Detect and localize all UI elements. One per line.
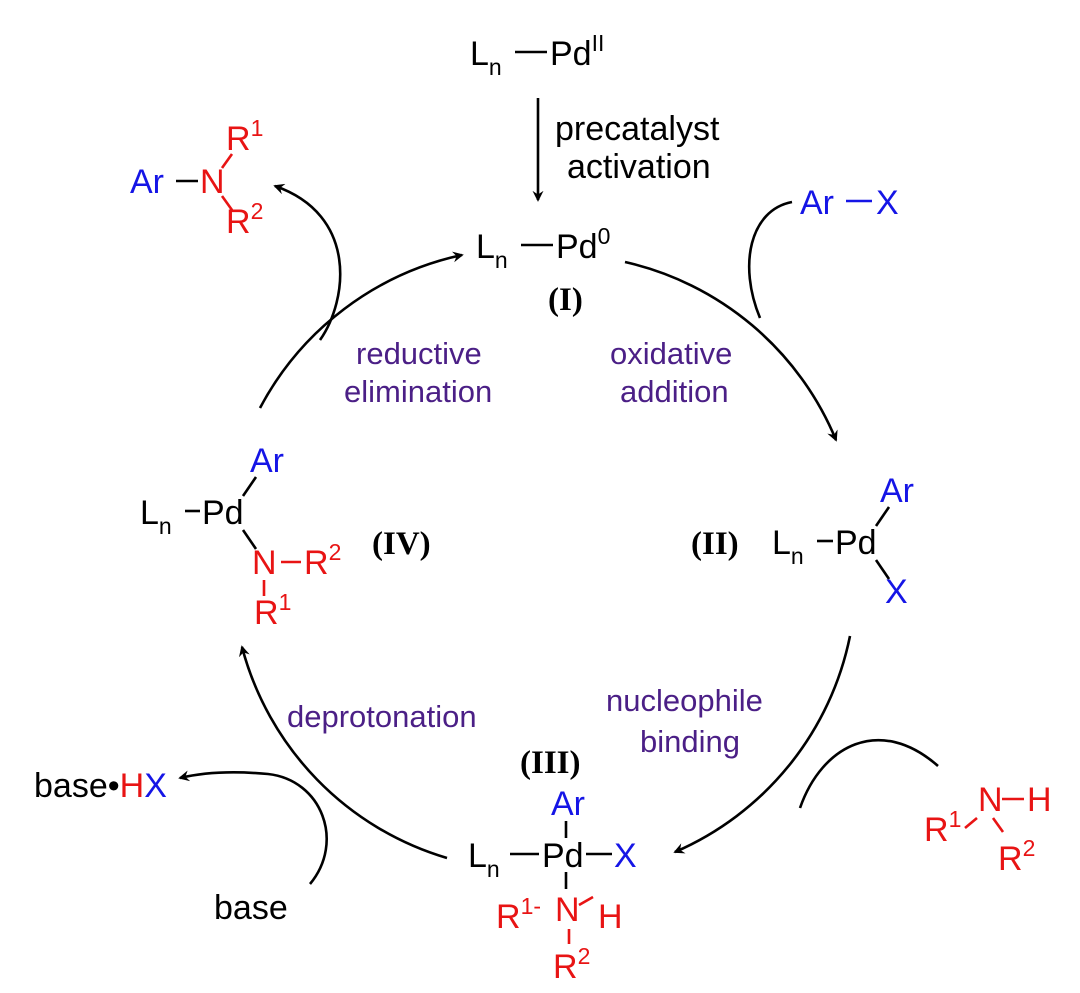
complex-III: (III) Ar Ln Pd X R1- N H R2 bbox=[468, 745, 637, 986]
precatalyst-oxidation-state: II bbox=[592, 30, 605, 56]
svg-text:R2: R2 bbox=[553, 943, 590, 986]
product: Ar N R1 R2 bbox=[130, 115, 263, 241]
step-reductive-line2: elimination bbox=[344, 374, 492, 409]
svg-text:Pd0: Pd0 bbox=[556, 223, 610, 266]
complex-II-ligand: L bbox=[772, 524, 791, 562]
catalyst-I-label: (I) bbox=[548, 282, 583, 318]
complex-III-r1: R bbox=[496, 898, 521, 936]
aryl-halide-x: X bbox=[876, 184, 899, 222]
product-r2-sup: 2 bbox=[251, 198, 264, 224]
catalyst-I-metal: Pd bbox=[556, 228, 598, 266]
svg-text:PdII: PdII bbox=[550, 30, 604, 73]
complex-II-x: X bbox=[885, 573, 908, 611]
svg-text:Ln: Ln bbox=[470, 35, 502, 80]
svg-text:Ln: Ln bbox=[468, 837, 500, 882]
complex-III-h: H bbox=[598, 898, 623, 936]
step-deprotonation: deprotonation bbox=[287, 699, 477, 734]
activation-label-line2: activation bbox=[567, 148, 711, 186]
complex-IV-n: N bbox=[252, 544, 277, 582]
base-salt-h: H bbox=[120, 767, 145, 805]
svg-text:Ln: Ln bbox=[140, 494, 172, 539]
svg-text:R2: R2 bbox=[998, 835, 1035, 878]
step-oxidative-line1: oxidative bbox=[610, 336, 732, 371]
catalyst-I: Ln Pd0 (I) bbox=[476, 223, 610, 318]
product-outgoing-arrow bbox=[273, 183, 342, 341]
base-salt-dot: • bbox=[108, 767, 120, 805]
precatalyst-ligand: L bbox=[470, 35, 489, 73]
amine-r1: R bbox=[924, 811, 949, 849]
catalyst-I-ligand: L bbox=[476, 228, 495, 266]
base-salt-base: base bbox=[34, 767, 108, 805]
amine-r2: R bbox=[998, 840, 1023, 878]
complex-II-ar: Ar bbox=[880, 472, 914, 510]
complex-IV-r2: R bbox=[304, 544, 329, 582]
catalyst-I-ligand-count: n bbox=[495, 247, 508, 273]
complex-III-x: X bbox=[614, 837, 637, 875]
complex-III-ar: Ar bbox=[551, 785, 585, 823]
complex-IV-metal: Pd bbox=[202, 494, 244, 532]
complex-II-label: (II) bbox=[691, 526, 739, 562]
activation-label-line1: precatalyst bbox=[555, 110, 720, 148]
step-nucleophile-line2: binding bbox=[640, 724, 740, 759]
svg-text:R2: R2 bbox=[304, 539, 341, 582]
step-nucleophile-line1: nucleophile bbox=[606, 683, 763, 718]
complex-II-ligand-count: n bbox=[791, 543, 804, 569]
amine-incoming-arrow bbox=[798, 738, 939, 809]
arrow-reductive-elimination bbox=[258, 251, 464, 409]
complex-III-r1-sup: 1- bbox=[521, 893, 541, 919]
step-reductive-line1: reductive bbox=[356, 336, 482, 371]
amine-r1-sup: 1 bbox=[949, 806, 962, 832]
precatalyst-ligand-count: n bbox=[489, 54, 502, 80]
svg-text:Ln: Ln bbox=[772, 524, 804, 569]
svg-text:R1-: R1- bbox=[496, 893, 541, 936]
product-n: N bbox=[200, 163, 225, 201]
arrow-deprotonation bbox=[239, 645, 448, 860]
base-salt: base•HX bbox=[34, 767, 167, 805]
complex-III-ligand: L bbox=[468, 837, 487, 875]
product-r2: R bbox=[226, 203, 251, 241]
arrow-oxidative-addition bbox=[624, 260, 838, 442]
complex-III-label: (III) bbox=[520, 745, 581, 781]
precatalyst: Ln PdII bbox=[470, 30, 604, 80]
arrow-nucleophile-binding bbox=[673, 635, 852, 854]
complex-IV-r2-sup: 2 bbox=[329, 539, 342, 565]
complex-III-r2: R bbox=[553, 948, 578, 986]
step-oxidative-line2: addition bbox=[620, 374, 729, 409]
complex-II-metal: Pd bbox=[835, 524, 877, 562]
aryl-halide: Ar X bbox=[800, 184, 899, 222]
complex-III-r2-sup: 2 bbox=[578, 943, 591, 969]
svg-text:R1: R1 bbox=[254, 589, 291, 632]
svg-text:Ln: Ln bbox=[476, 228, 508, 273]
amine-n: N bbox=[978, 781, 1003, 819]
base-hx-outgoing-arrow bbox=[178, 770, 328, 885]
complex-IV: Ln Pd Ar N R2 R1 (IV) bbox=[140, 442, 431, 632]
amine: R1 N H R2 bbox=[924, 781, 1052, 878]
base-label: base bbox=[214, 889, 288, 927]
complex-IV-r1: R bbox=[254, 594, 279, 632]
complex-III-ligand-count: n bbox=[487, 856, 500, 882]
amine-r2-sup: 2 bbox=[1023, 835, 1036, 861]
complex-IV-label: (IV) bbox=[372, 526, 431, 562]
complex-III-n: N bbox=[555, 891, 580, 929]
complex-IV-ligand-count: n bbox=[159, 513, 172, 539]
complex-IV-ligand: L bbox=[140, 494, 159, 532]
catalyst-I-oxidation-state: 0 bbox=[598, 223, 611, 249]
precatalyst-metal: Pd bbox=[550, 35, 592, 73]
svg-text:R1: R1 bbox=[226, 115, 263, 158]
svg-text:R1: R1 bbox=[924, 806, 961, 849]
product-ar: Ar bbox=[130, 163, 164, 201]
arylhalide-incoming-arrow bbox=[747, 200, 793, 319]
complex-IV-r1-sup: 1 bbox=[279, 589, 292, 615]
product-r1: R bbox=[226, 120, 251, 158]
aryl-halide-ar: Ar bbox=[800, 184, 834, 222]
amine-h: H bbox=[1027, 781, 1052, 819]
complex-II: (II) Ln Pd Ar X bbox=[691, 472, 914, 611]
base-salt-x: X bbox=[144, 767, 167, 805]
svg-text:R2: R2 bbox=[226, 198, 263, 241]
complex-IV-ar: Ar bbox=[250, 442, 284, 480]
product-r1-sup: 1 bbox=[251, 115, 264, 141]
complex-III-metal: Pd bbox=[542, 837, 584, 875]
